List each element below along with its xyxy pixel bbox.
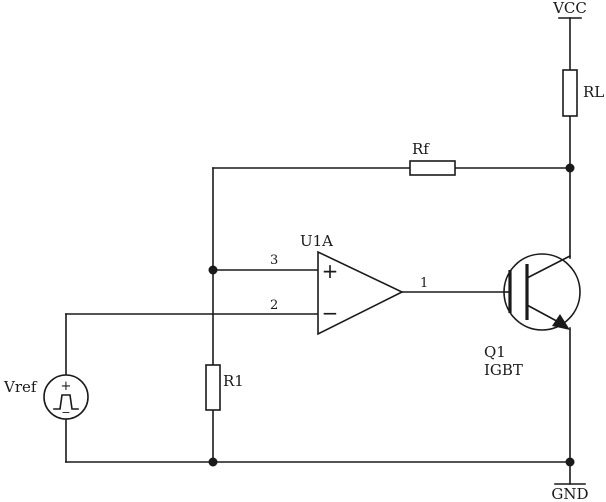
resistor-rl-label: RL xyxy=(583,83,604,101)
resistor-rf-body xyxy=(409,160,456,176)
igbt-circle xyxy=(503,253,581,331)
igbt-ref-label: Q1 xyxy=(484,343,506,361)
gnd-label: GND xyxy=(551,485,588,502)
resistor-r1-label: R1 xyxy=(223,372,244,390)
resistor-rl: RL xyxy=(562,69,604,117)
vcc-label: VCC xyxy=(552,0,587,17)
opamp-label: U1A xyxy=(300,232,333,250)
junctions xyxy=(208,163,575,467)
opamp-minus-sign: − xyxy=(322,301,339,325)
junction-r1-bottom xyxy=(208,457,218,467)
opamp-triangle xyxy=(317,250,404,336)
resistor-rl-body xyxy=(562,69,578,117)
resistor-rf-label: Rf xyxy=(412,140,430,158)
vref-plus-sign: + xyxy=(61,379,72,394)
igbt-q1: Q1 IGBT xyxy=(484,253,581,379)
vcc-terminal: VCC xyxy=(552,0,587,19)
opamp-pin3-label: 3 xyxy=(270,253,278,268)
igbt-emitter-arrow xyxy=(552,314,570,330)
resistor-rf: Rf xyxy=(409,140,456,176)
junction-gnd xyxy=(565,457,575,467)
vref-minus-sign: − xyxy=(61,406,70,419)
junction-pin3 xyxy=(208,265,218,275)
vref-source: + − Vref xyxy=(3,374,89,420)
vref-label: Vref xyxy=(3,378,38,396)
vref-pulse-icon xyxy=(53,394,79,410)
opamp-pin2-label: 2 xyxy=(270,298,278,313)
igbt-type-label: IGBT xyxy=(484,361,523,379)
igbt-collector-lead xyxy=(525,254,572,280)
opamp-pin1-label: 1 xyxy=(420,276,428,291)
vref-circle xyxy=(43,374,89,420)
junction-rl-rf xyxy=(565,163,575,173)
opamp-plus-sign: + xyxy=(322,259,339,283)
gnd-terminal: GND xyxy=(551,483,589,502)
resistor-r1: R1 xyxy=(205,364,244,411)
resistor-r1-body xyxy=(205,364,221,411)
wires xyxy=(65,17,571,485)
opamp-u1a: U1A + − 3 2 1 xyxy=(270,232,428,336)
